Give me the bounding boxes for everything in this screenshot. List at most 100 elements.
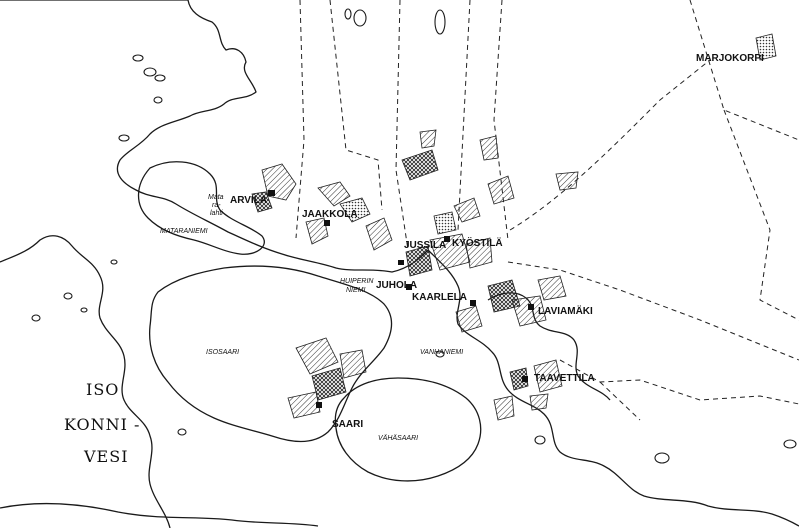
place-label-vanhaniemi: VANHANIEMI xyxy=(420,349,463,356)
field-parcel xyxy=(533,359,563,393)
place-label-mata-1: Mata xyxy=(208,194,224,201)
field-parcel xyxy=(419,129,437,149)
farm-labels: ARVILA JAAKKOLA JUSSILA KYÖSTILÄ JUHOLA … xyxy=(230,53,764,430)
farm-label-jussila: JUSSILA xyxy=(404,240,446,251)
field-parcel xyxy=(555,171,579,191)
field-parcel xyxy=(493,395,515,421)
lake-label-line3: VESI xyxy=(83,447,129,466)
northwest-shoreline xyxy=(0,0,429,273)
islet xyxy=(80,307,88,313)
farm-label-marjokorpi: MARJOKORPI xyxy=(696,53,764,64)
field-parcel xyxy=(487,175,515,205)
farm-label-kyostila: KYÖSTILÄ xyxy=(452,236,503,249)
place-labels: MATARANIEMI ISOSAARI VÄHÄSAARI VANHANIEM… xyxy=(160,194,463,442)
field-parcels xyxy=(251,33,777,421)
field-parcel xyxy=(365,217,393,251)
field-parcel xyxy=(339,197,371,223)
islet xyxy=(132,54,144,62)
field-parcel xyxy=(405,245,433,277)
farm-label-taavettila: TAAVETTILA xyxy=(534,373,595,384)
field-parcel xyxy=(453,197,481,223)
farmhouse-marker xyxy=(406,284,412,290)
farmhouse-marker xyxy=(444,236,450,242)
west-lake-shoreline xyxy=(0,235,171,528)
east-shoreline xyxy=(427,249,799,527)
boundary-line xyxy=(329,0,383,211)
farm-label-jaakkola: JAAKKOLA xyxy=(302,209,358,220)
islet xyxy=(783,439,797,449)
field-parcel xyxy=(305,217,329,245)
islet xyxy=(654,452,670,464)
boundary-line xyxy=(723,109,799,321)
farmhouses xyxy=(268,190,534,408)
field-parcel xyxy=(287,391,321,419)
islet xyxy=(143,67,157,77)
field-parcel xyxy=(511,295,547,327)
field-parcel xyxy=(455,305,483,333)
islet xyxy=(153,96,163,104)
field-parcel xyxy=(433,211,457,235)
lake-label-line2: KONNI - xyxy=(64,415,140,434)
farm-label-saari: SAARI xyxy=(332,419,363,430)
boundary-line xyxy=(295,0,305,239)
farm-label-arvila: ARVILA xyxy=(230,195,267,206)
place-label-mata-2: ra- xyxy=(212,202,221,209)
islet xyxy=(534,435,546,445)
boundary-line xyxy=(689,0,799,141)
farmhouse-marker xyxy=(398,260,404,265)
farmhouse-marker xyxy=(528,304,534,310)
field-parcel xyxy=(529,393,549,411)
islet xyxy=(31,314,41,322)
islet xyxy=(434,9,446,35)
place-label-vahasaari: VÄHÄSAARI xyxy=(378,434,418,442)
field-parcel xyxy=(339,349,367,379)
field-parcel xyxy=(537,275,567,301)
farm-label-kaarlela: KAARLELA xyxy=(412,292,467,303)
islet xyxy=(110,259,118,265)
field-parcel xyxy=(465,237,493,269)
field-parcel xyxy=(317,181,351,207)
boundary-line xyxy=(457,0,471,231)
isosaari-shoreline xyxy=(148,265,393,443)
south-shoreline xyxy=(0,502,319,527)
islet xyxy=(63,292,73,300)
mataraniemi-shoreline xyxy=(137,161,265,255)
islet-layer xyxy=(31,8,797,464)
farmhouse-marker xyxy=(268,190,275,196)
place-label-huiperi-1: HUIPERIN xyxy=(340,278,374,285)
islet xyxy=(177,428,187,436)
place-label-huiperi-2: NIEMI xyxy=(346,287,366,294)
islet xyxy=(344,8,352,20)
lake-label: ISO KONNI - VESI xyxy=(64,380,140,466)
boundary-layer xyxy=(295,0,799,421)
farmhouse-marker xyxy=(324,220,330,226)
boundary-line xyxy=(509,59,711,231)
boundary-line xyxy=(395,0,409,251)
field-parcel xyxy=(509,367,529,391)
farm-label-laviamaki: LAVIAMÄKI xyxy=(538,304,593,317)
farm-label-juhola: JUHOLA xyxy=(376,280,417,291)
farmhouse-marker xyxy=(470,300,476,306)
boundary-line xyxy=(559,359,799,405)
field-parcel xyxy=(295,337,339,375)
southeast-shoreline xyxy=(487,292,611,401)
islet xyxy=(435,350,445,358)
boundary-line xyxy=(507,261,799,361)
place-label-isosaari: ISOSAARI xyxy=(206,349,239,356)
field-parcel xyxy=(311,367,347,401)
boundary-line xyxy=(493,0,509,241)
islet xyxy=(154,74,166,82)
field-parcel xyxy=(251,191,273,213)
lake-label-line1: ISO xyxy=(86,380,119,399)
vahasaari-shoreline xyxy=(334,377,482,482)
place-label-mataraniemi: MATARANIEMI xyxy=(160,228,208,235)
field-parcel xyxy=(401,149,439,181)
place-label-mata-3: lahti xyxy=(210,210,223,217)
islet xyxy=(353,9,367,27)
islet xyxy=(118,134,130,142)
boundary-line xyxy=(599,381,641,421)
field-parcel xyxy=(755,33,777,61)
farmhouse-marker xyxy=(522,376,528,382)
